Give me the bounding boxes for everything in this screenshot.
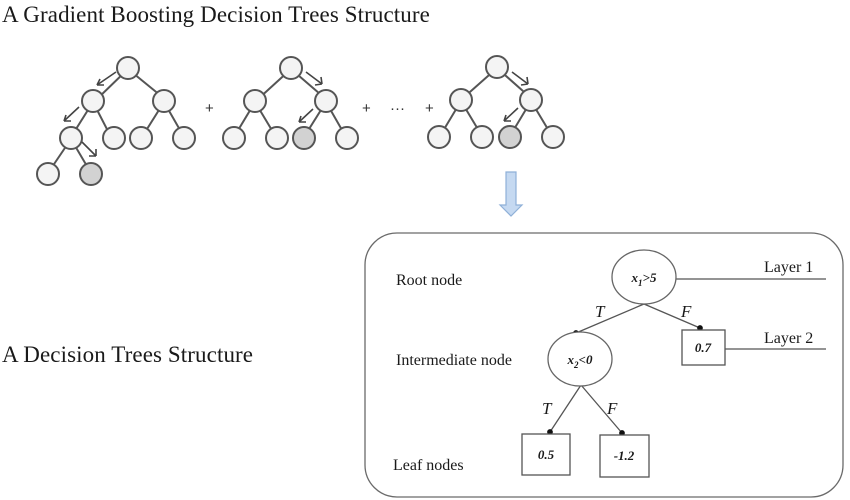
condition-subscript: 1 — [638, 278, 643, 288]
tree-node — [59, 126, 83, 150]
path-arrow-icon — [503, 107, 519, 122]
tree-node — [116, 56, 140, 80]
condition-operator: >5 — [643, 270, 657, 285]
condition-variable: x — [631, 270, 639, 285]
tree-node — [172, 126, 196, 150]
decision-tree-title: A Decision Trees Structure — [2, 342, 254, 367]
tree-node — [541, 125, 565, 149]
tree-node — [152, 89, 176, 113]
false-edge — [643, 303, 703, 331]
leaf-node-neg1.2 — [599, 434, 650, 478]
tree-node — [36, 162, 60, 186]
intermediate-node-label: Intermediate node — [396, 352, 512, 369]
path-arrow-icon — [96, 71, 117, 86]
ellipsis: ··· — [390, 100, 405, 117]
condition-variable: x — [567, 352, 575, 367]
tree-node — [222, 126, 246, 150]
gbdt-tree-n — [427, 55, 565, 149]
tree-node — [335, 126, 359, 150]
true-edge — [547, 384, 582, 435]
gbdt-tree-1 — [36, 56, 196, 186]
leaf-value: -1.2 — [614, 448, 635, 463]
intermediate-node — [547, 331, 613, 387]
plus-operator: + — [425, 100, 434, 117]
true-edge — [573, 303, 645, 336]
tree-node — [129, 126, 153, 150]
gbdt-tree-2 — [222, 56, 359, 150]
root-node — [611, 249, 677, 305]
tree-node — [449, 88, 473, 112]
branch-true-label: T — [542, 399, 553, 418]
tree-node — [102, 126, 126, 150]
root-condition: x1>5 — [631, 270, 657, 288]
gbdt-title: A Gradient Boosting Decision Trees Struc… — [2, 2, 430, 27]
down-arrow-icon — [498, 171, 524, 217]
highlighted-leaf-node — [79, 162, 103, 186]
highlighted-leaf-node — [292, 126, 316, 150]
path-arrow-icon — [511, 71, 529, 86]
plus-operator: + — [362, 100, 371, 117]
branch-true-label: T — [595, 302, 606, 321]
path-arrow-icon — [81, 141, 97, 157]
layer-1-label: Layer 1 — [764, 259, 813, 276]
plus-operator: + — [205, 100, 214, 117]
leaf-nodes-label: Leaf nodes — [393, 457, 464, 474]
tree-node — [279, 56, 303, 80]
tree-node — [265, 126, 289, 150]
leaf-node-0.7 — [681, 329, 726, 366]
branch-false-label: F — [680, 302, 692, 321]
layer-2-label: Layer 2 — [764, 330, 813, 347]
condition-operator: <0 — [579, 352, 593, 367]
leaf-node-0.5 — [521, 433, 571, 476]
tree-node — [519, 88, 543, 112]
tree-node — [485, 55, 509, 79]
leaf-value: 0.7 — [695, 340, 712, 355]
branch-false-label: F — [606, 399, 618, 418]
path-arrow-icon — [305, 71, 323, 86]
highlighted-leaf-node — [498, 125, 522, 149]
false-edge — [580, 384, 625, 436]
path-arrow-icon — [298, 108, 314, 123]
tree-node — [243, 89, 267, 113]
intermediate-condition: x2<0 — [567, 352, 593, 370]
tree-node — [427, 125, 451, 149]
leaf-value: 0.5 — [538, 447, 555, 462]
condition-subscript: 2 — [573, 360, 579, 370]
tree-node — [81, 89, 105, 113]
tree-node — [314, 89, 338, 113]
tree-node — [470, 125, 494, 149]
root-node-label: Root node — [396, 272, 462, 289]
path-arrow-icon — [63, 106, 80, 122]
